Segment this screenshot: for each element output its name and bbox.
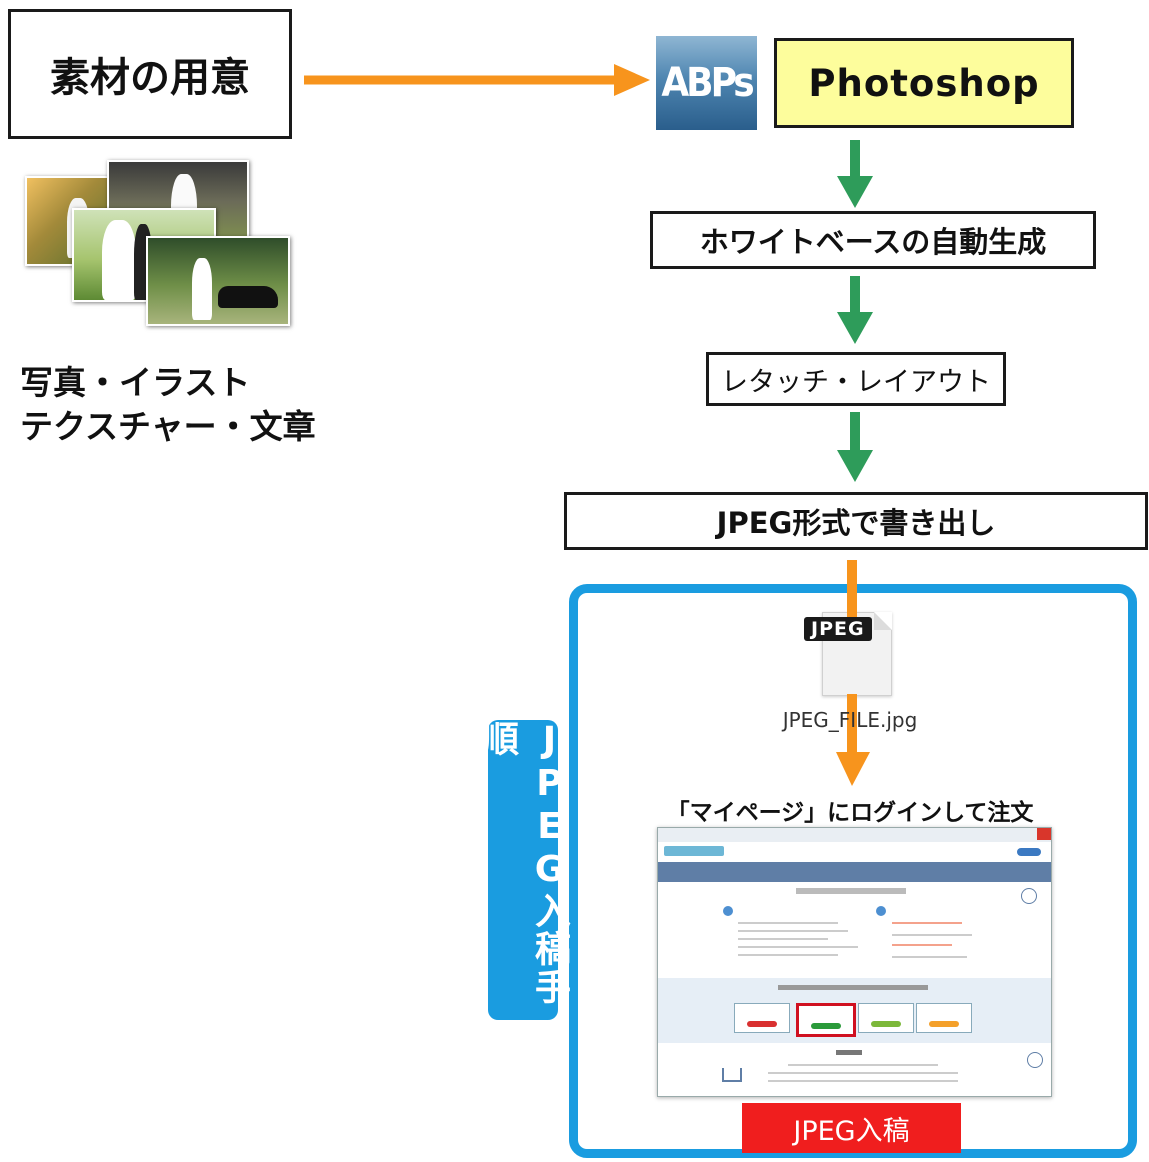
white-base-box: ホワイトベースの自動生成 (650, 211, 1096, 269)
jpeg-submit-button[interactable]: JPEG入稿 (742, 1103, 961, 1153)
mypage-screenshot (657, 827, 1052, 1097)
arrow-file-to-mypage (836, 694, 870, 786)
export-jpeg-box: JPEG形式で書き出し (564, 492, 1148, 550)
arrow-whitebase-to-retouch (837, 276, 873, 344)
photoshop-box: Photoshop (774, 38, 1074, 128)
prepare-materials-box: 素材の用意 (8, 9, 292, 139)
arrow-photoshop-to-whitebase (837, 140, 873, 208)
info-icon (723, 906, 733, 916)
pdf-submit-option (734, 1003, 790, 1033)
export-jpeg-label: JPEG形式で書き出し (716, 506, 996, 540)
jpeg-procedure-tab: JPEG入稿手順 (477, 720, 570, 1020)
jpeg-file-name: JPEG_FILE.jpg (782, 708, 918, 732)
white-base-label: ホワイトベースの自動生成 (699, 225, 1047, 259)
cart-icon (722, 1068, 742, 1082)
retouch-layout-box: レタッチ・レイアウト (706, 352, 1006, 406)
materials-line-2: テクスチャー・文章 (20, 407, 316, 446)
jpeg-alt-option (858, 1003, 914, 1033)
design-option (916, 1003, 972, 1033)
site-nav-bar (658, 862, 1051, 882)
prepare-materials-label: 素材の用意 (50, 55, 250, 101)
browser-titlebar (658, 828, 1051, 843)
abps-logo: ABPs (656, 36, 757, 130)
arrow-to-abps (304, 64, 650, 96)
arrow-export-to-file (847, 560, 857, 620)
materials-line-1: 写真・イラスト (20, 363, 251, 402)
abps-logo-text: ABPs (661, 60, 754, 106)
close-icon (1037, 828, 1051, 840)
arrow-retouch-to-export (837, 412, 873, 482)
jpeg-submit-option (796, 1003, 856, 1037)
photo-thumbnail (146, 236, 290, 326)
retouch-layout-label: レタッチ・レイアウト (721, 366, 991, 398)
jpeg-file-badge: JPEG (804, 617, 872, 641)
site-logo (664, 846, 724, 856)
photoshop-label: Photoshop (808, 61, 1040, 105)
login-instruction: 「マイページ」にログインして注文 (666, 800, 1034, 826)
jpeg-procedure-tab-label: JPEG入稿手順 (477, 720, 570, 1006)
